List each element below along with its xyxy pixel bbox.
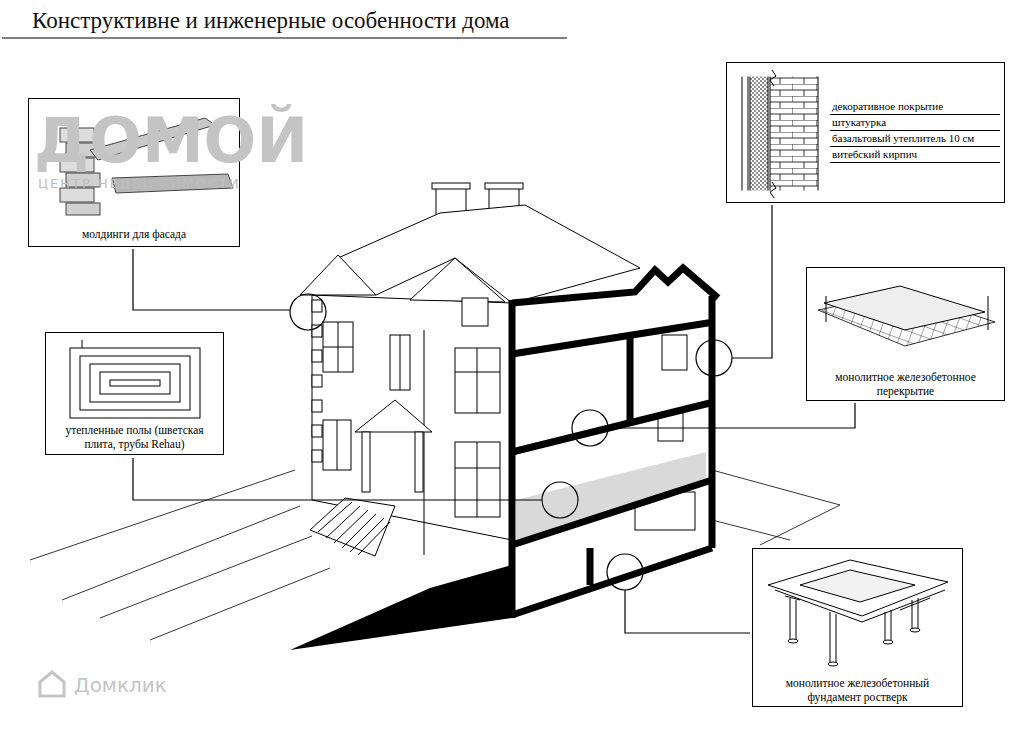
layer-label: базальтовый утеплитель 10 см — [830, 131, 1000, 147]
heating-pipe-picture — [70, 340, 200, 418]
callout-box: декоративное покрытиештукатуркабазальтов… — [726, 62, 1005, 203]
callout-box: монолитное железобетонное перекрытие — [806, 267, 1005, 401]
watermark-text: ДОМОЙ — [34, 104, 308, 177]
picture-space — [810, 268, 1001, 370]
layer-label: витебский кирпич — [830, 147, 1000, 163]
callout-text: утепленные полы (шветская плита, трубы R… — [49, 423, 220, 451]
callout-box: монолитное железобетонный фундамент рост… — [752, 548, 963, 707]
watermark-icon — [40, 672, 64, 696]
callout-text: монолитное железобетонный фундамент рост… — [756, 676, 959, 704]
watermark-text: ЦЕНТР НЕДВИЖИМОСТИ — [38, 176, 241, 191]
diagram-title: Конструктивне и инженерные особенности д… — [32, 8, 510, 34]
layer-label: штукатурка — [830, 115, 1000, 131]
wall-section-picture — [740, 70, 820, 198]
slab-picture — [818, 286, 995, 346]
callout-box: утепленные полы (шветская плита, трубы R… — [45, 332, 224, 455]
callout-text: молдинги для фасада — [32, 227, 236, 241]
foundation-picture — [768, 560, 948, 666]
picture-space — [49, 333, 220, 423]
callout-text: монолитное железобетонное перекрытие — [810, 370, 1001, 398]
layer-label: декоративное покрытие — [830, 99, 1000, 115]
watermark-text: Домклик — [74, 673, 167, 697]
title-rule — [2, 38, 567, 39]
leader-lines — [133, 205, 855, 633]
picture-space — [756, 549, 959, 676]
house-section — [290, 268, 718, 650]
